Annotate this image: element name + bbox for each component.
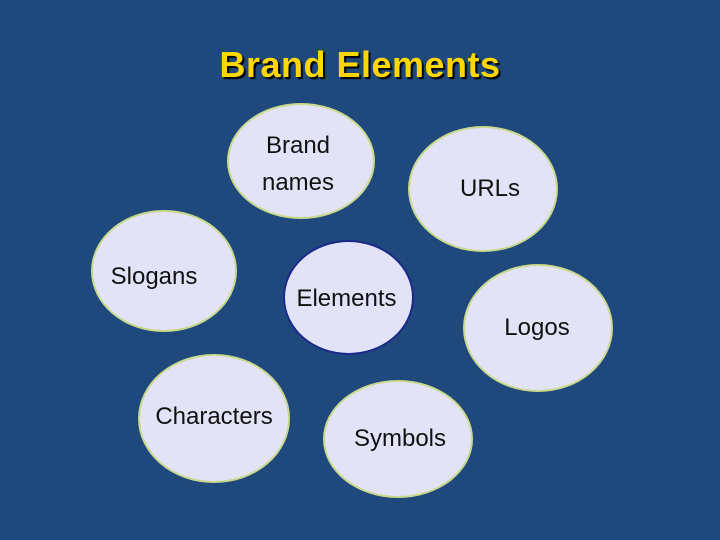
bubble-elements-label: Elements xyxy=(296,285,397,312)
bubble-slogans-label: Slogans xyxy=(110,263,198,290)
bubble-brand-names: Brand names xyxy=(227,103,375,219)
bubble-logos: Logos xyxy=(463,264,613,392)
bubble-urls: URLs xyxy=(408,126,558,252)
bubble-urls-label: URLs xyxy=(459,175,520,203)
bubble-elements-center: Elements xyxy=(283,240,414,355)
bubble-symbols-label: Symbols xyxy=(353,425,447,452)
bubble-characters-label: Characters xyxy=(155,403,273,430)
bubble-brand-names-label: Brand names xyxy=(261,132,335,197)
bubble-symbols: Symbols xyxy=(323,380,473,498)
slide-title: Brand Elements xyxy=(219,44,501,85)
bubble-logos-label: Logos xyxy=(504,314,570,342)
bubble-slogans: Slogans xyxy=(91,210,237,332)
bubble-characters: Characters xyxy=(138,354,290,483)
